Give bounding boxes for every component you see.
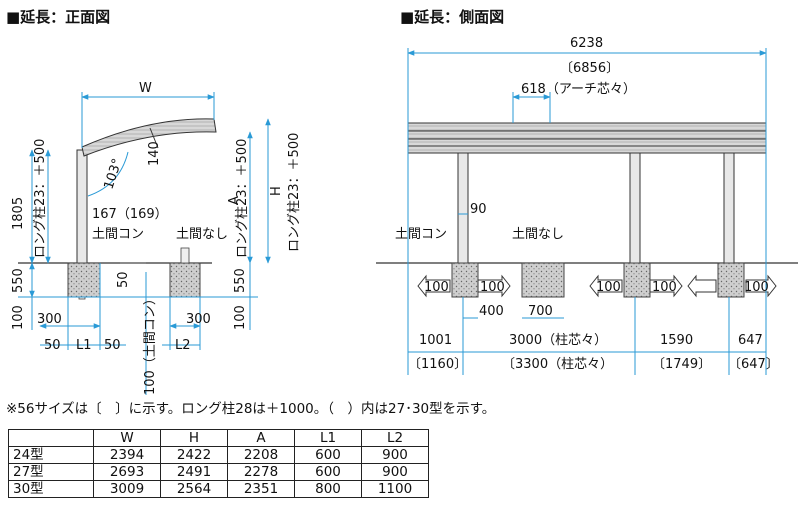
d90-label: 90 bbox=[470, 202, 487, 217]
table-cell: 800 bbox=[294, 480, 362, 498]
angle-label: 103° bbox=[102, 157, 126, 191]
table-header: W bbox=[93, 429, 161, 447]
d700-label: 700 bbox=[528, 304, 553, 319]
total-56-label: 〔6856〕 bbox=[560, 61, 619, 76]
side-roof bbox=[407, 122, 767, 154]
arch-label: 618（アーチ芯々） bbox=[521, 82, 636, 97]
l1-label: L1 bbox=[76, 338, 92, 353]
table-cell: 2422 bbox=[160, 446, 228, 464]
table-cell: 1100 bbox=[361, 480, 429, 498]
table-cell: 2394 bbox=[93, 446, 161, 464]
table-cell: 2491 bbox=[160, 463, 228, 481]
side-post-2 bbox=[629, 152, 641, 264]
side-view: 6238 〔6856〕 618（アーチ芯々） 90 土間コン 土間なし 100 … bbox=[376, 36, 798, 375]
d50-right: 50 bbox=[104, 338, 121, 353]
spec-table: W H A L1 L2 24型 2394 2422 2208 600 900 2… bbox=[8, 429, 429, 498]
d550-right: 550 bbox=[233, 268, 248, 293]
h-label: H bbox=[269, 186, 284, 196]
front-view-title: ■延長：正面図 bbox=[6, 8, 110, 26]
side-post-3 bbox=[723, 152, 735, 264]
table-cell: 600 bbox=[294, 446, 362, 464]
size-note: ※56サイズは〔 〕に示す。ロング柱28は＋1000。（ ）内は27･30型を示… bbox=[6, 401, 496, 417]
no-slab-label: 土間なし bbox=[176, 227, 228, 242]
front-post-noslab bbox=[180, 247, 190, 264]
d50-inner: 50 bbox=[116, 271, 131, 288]
d400-label: 400 bbox=[479, 304, 504, 319]
table-cell: 2278 bbox=[227, 463, 295, 481]
table-cell: 900 bbox=[361, 446, 429, 464]
d1001-label: 1001 bbox=[419, 333, 452, 348]
d1160-label: 〔1160〕 bbox=[408, 357, 467, 372]
table-cell: 27型 bbox=[8, 463, 94, 481]
table-header bbox=[8, 429, 94, 447]
front-footing-noslab bbox=[169, 262, 201, 298]
a-label: A bbox=[227, 196, 242, 205]
long-post-right: ロング柱23：＋500 bbox=[287, 133, 302, 252]
table-cell: 900 bbox=[361, 463, 429, 481]
front-footing-slab bbox=[67, 262, 101, 298]
side-footing-3 bbox=[623, 262, 651, 298]
table-cell: 600 bbox=[294, 463, 362, 481]
table-header-row: W H A L1 L2 bbox=[8, 429, 429, 447]
total-label: 6238 bbox=[570, 36, 603, 51]
table-header: L2 bbox=[361, 429, 429, 447]
height-1805: 1805 bbox=[11, 197, 26, 230]
side-no-slab: 土間なし bbox=[512, 227, 564, 242]
d50-left: 50 bbox=[44, 338, 61, 353]
d647b-label: 〔647〕 bbox=[728, 357, 779, 372]
table-cell: 30型 bbox=[8, 480, 94, 498]
table-cell: 2351 bbox=[227, 480, 295, 498]
front-post bbox=[76, 149, 88, 264]
side-view-title: ■延長：側面図 bbox=[400, 8, 504, 26]
side-footing-4 bbox=[717, 262, 745, 298]
table-cell: 24型 bbox=[8, 446, 94, 464]
d100-d: 100 bbox=[652, 280, 677, 295]
d1749-label: 〔1749〕 bbox=[652, 357, 711, 372]
post-note-2: 土間コン bbox=[92, 227, 144, 242]
d100-b: 100 bbox=[480, 280, 505, 295]
angle-arc bbox=[87, 151, 129, 197]
d300-left: 300 bbox=[37, 312, 62, 327]
table-cell: 2693 bbox=[93, 463, 161, 481]
d1590-label: 1590 bbox=[660, 333, 693, 348]
beam-label: 140 bbox=[147, 141, 162, 166]
d647-label: 647 bbox=[738, 333, 763, 348]
d300-right: 300 bbox=[186, 312, 211, 327]
table-cell: 2208 bbox=[227, 446, 295, 464]
d100-a: 100 bbox=[424, 280, 449, 295]
d100-e: 100 bbox=[744, 280, 769, 295]
side-post-note: 土間コン bbox=[395, 227, 447, 242]
table-header: L1 bbox=[294, 429, 362, 447]
table-header: H bbox=[160, 429, 228, 447]
d100-c: 100 bbox=[596, 280, 621, 295]
side-arrow-blocks bbox=[417, 274, 777, 298]
slab-100-label: 100（土間コン） bbox=[143, 292, 158, 395]
table-cell: 3009 bbox=[93, 480, 161, 498]
table-cell: 2564 bbox=[160, 480, 228, 498]
table-header: A bbox=[227, 429, 295, 447]
d100-left: 100 bbox=[11, 305, 26, 330]
d550-left: 550 bbox=[11, 268, 26, 293]
beam-pointer bbox=[149, 127, 159, 149]
post-note-1: 167（169） bbox=[92, 207, 168, 222]
side-post-1 bbox=[457, 152, 469, 264]
width-label: W bbox=[139, 81, 152, 96]
long-post-left: ロング柱23：＋500 bbox=[33, 139, 48, 258]
table-row: 30型 3009 2564 2351 800 1100 bbox=[8, 480, 429, 498]
side-footing-1 bbox=[451, 262, 479, 298]
table-row: 27型 2693 2491 2278 600 900 bbox=[8, 463, 429, 481]
d3300-label: 〔3300（柱芯々） bbox=[502, 357, 613, 372]
table-row: 24型 2394 2422 2208 600 900 bbox=[8, 446, 429, 464]
d3000-label: 3000（柱芯々） bbox=[509, 333, 607, 348]
front-roof bbox=[81, 118, 217, 157]
long-post-mid: ロング柱23：＋500 bbox=[235, 139, 250, 258]
front-view: W 103° 140 167（169） 土間コン 土間なし 1805 ロング柱2… bbox=[11, 81, 302, 395]
l2-label: L2 bbox=[175, 338, 191, 353]
side-footing-2 bbox=[521, 262, 565, 298]
d100-right: 100 bbox=[233, 305, 248, 330]
